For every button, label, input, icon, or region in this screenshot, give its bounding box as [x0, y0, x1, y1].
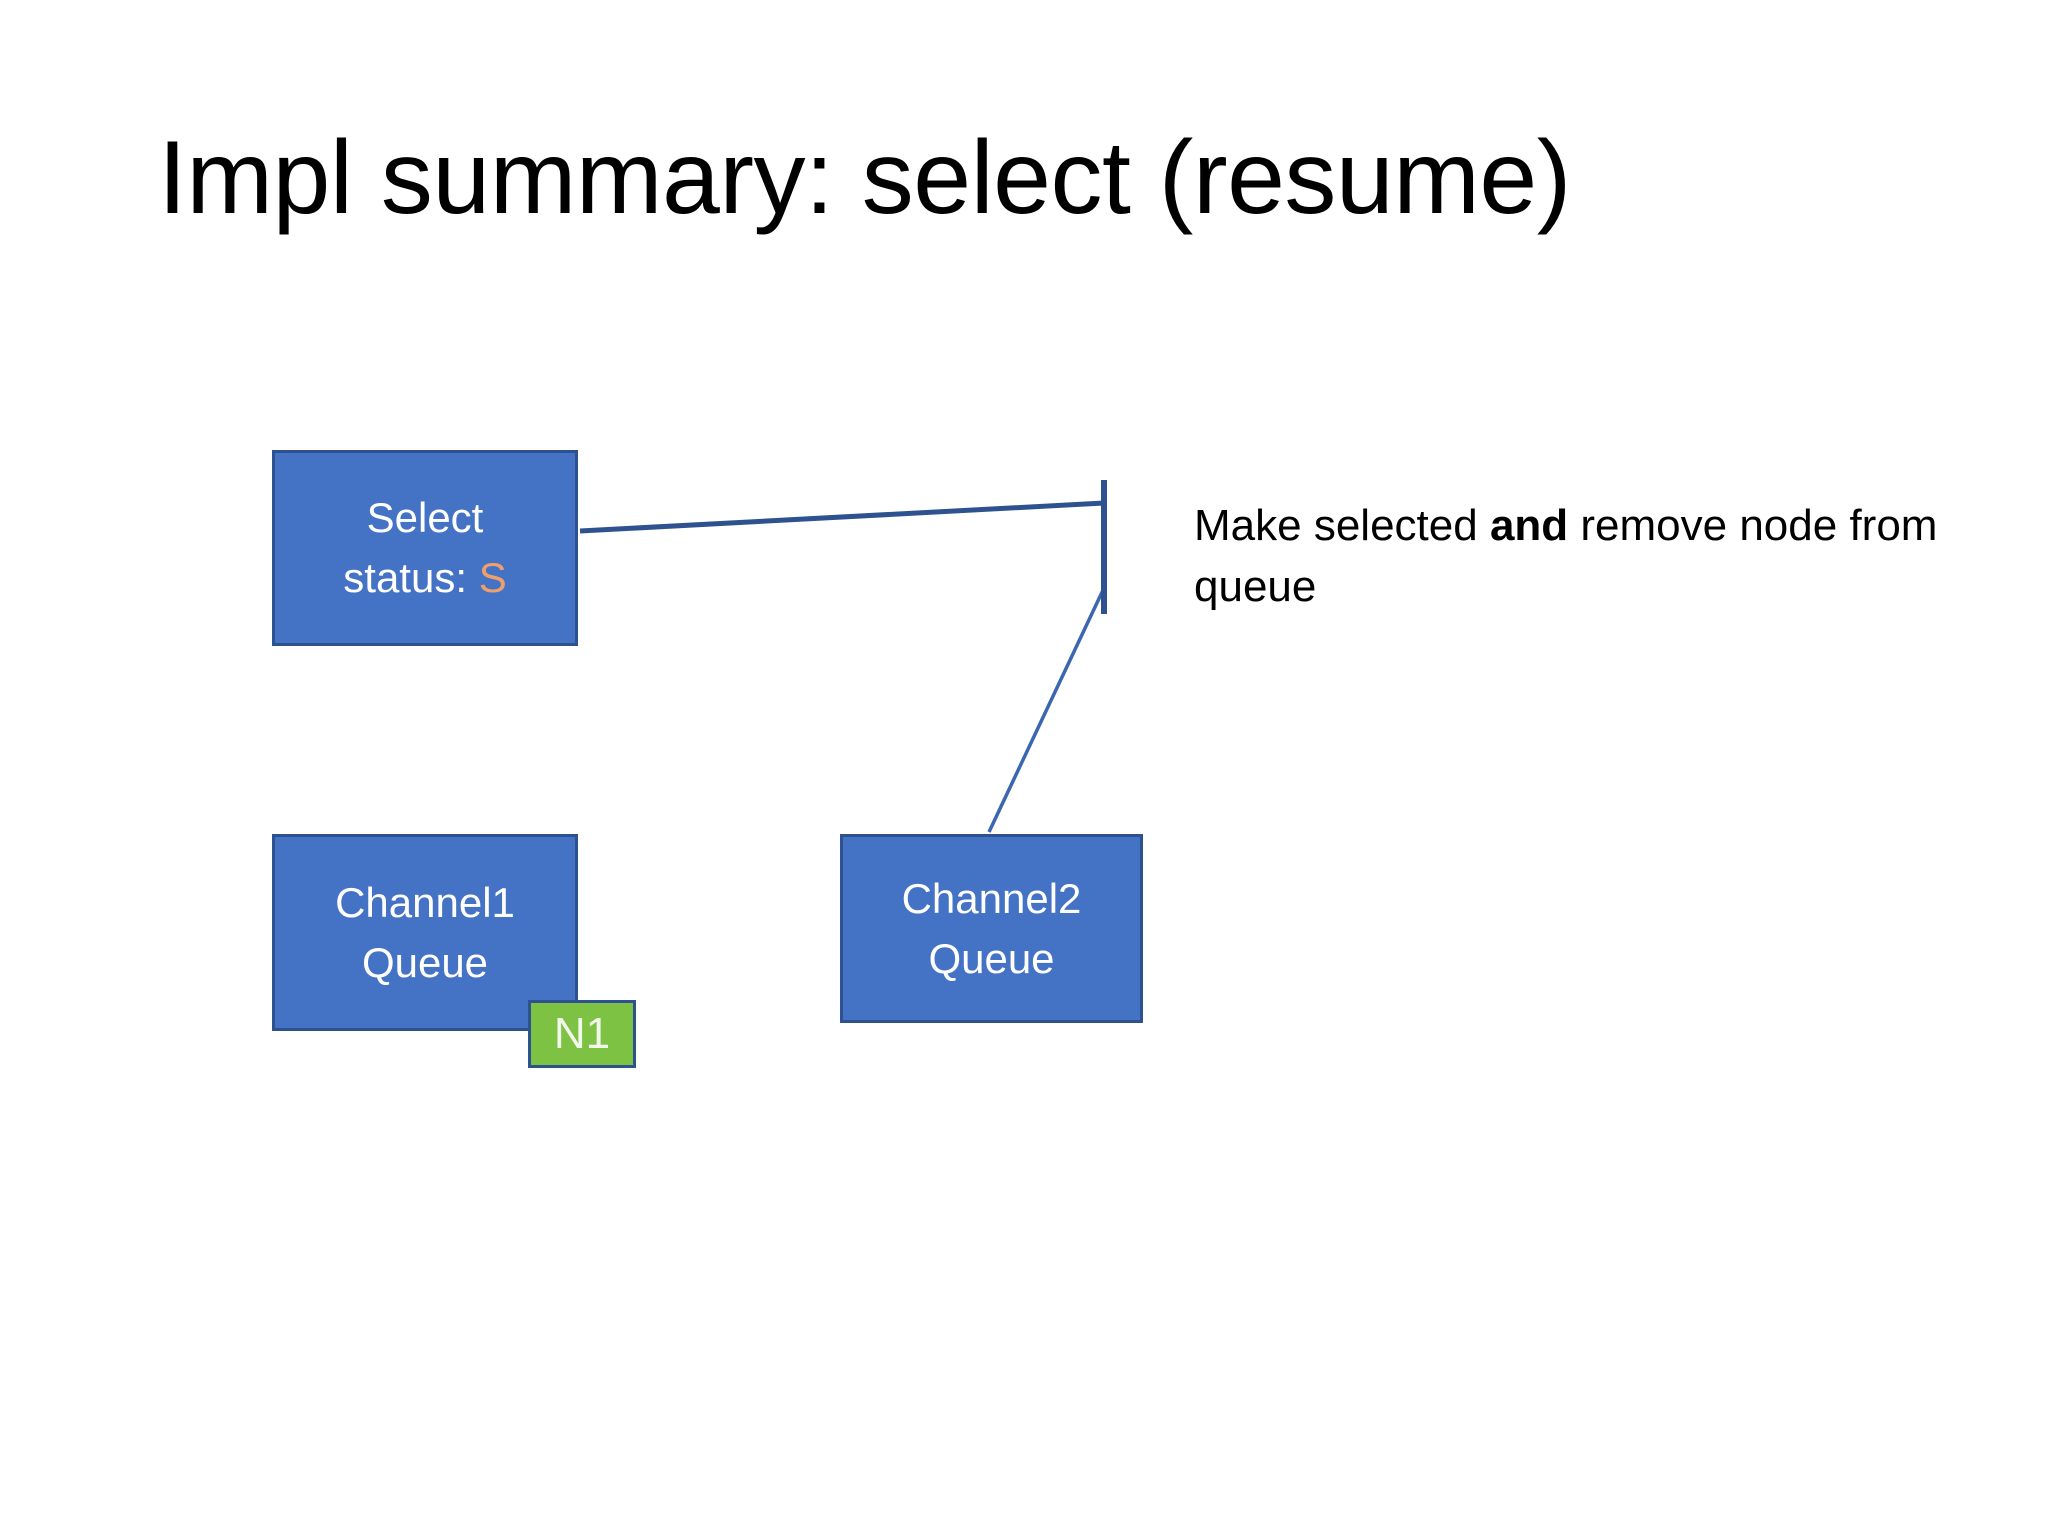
- channel1-queue-label: Queue: [361, 938, 489, 986]
- annotation-text: Make selected and remove node from queue: [1194, 496, 1954, 617]
- select-status-label: status:: [343, 554, 479, 601]
- channel2-queue-box[interactable]: Channel2 Queue: [840, 834, 1143, 1023]
- select-box[interactable]: Select status: S: [272, 450, 578, 646]
- channel2-name-label: Channel2: [901, 874, 1082, 922]
- channel1-name-label: Channel1: [335, 878, 515, 926]
- annotation-emphasis: and: [1489, 501, 1569, 550]
- annotation-part2: remove node from queue: [1194, 501, 1938, 611]
- channel2-queue-label: Queue: [928, 934, 1055, 982]
- connector-channel2-to-bracket: [987, 587, 1106, 833]
- select-box-label: Select: [366, 494, 484, 542]
- annotation-part1: Make selected: [1194, 501, 1490, 550]
- page-title: Impl summary: select (resume): [158, 120, 1571, 236]
- connector-select-to-bracket: [579, 500, 1105, 534]
- queue-node-n1-label: N1: [553, 1009, 611, 1058]
- queue-node-n1[interactable]: N1: [528, 1000, 636, 1068]
- select-box-status: status: S: [343, 548, 506, 608]
- channel1-queue-box[interactable]: Channel1 Queue: [272, 834, 578, 1031]
- select-status-value: S: [478, 554, 507, 601]
